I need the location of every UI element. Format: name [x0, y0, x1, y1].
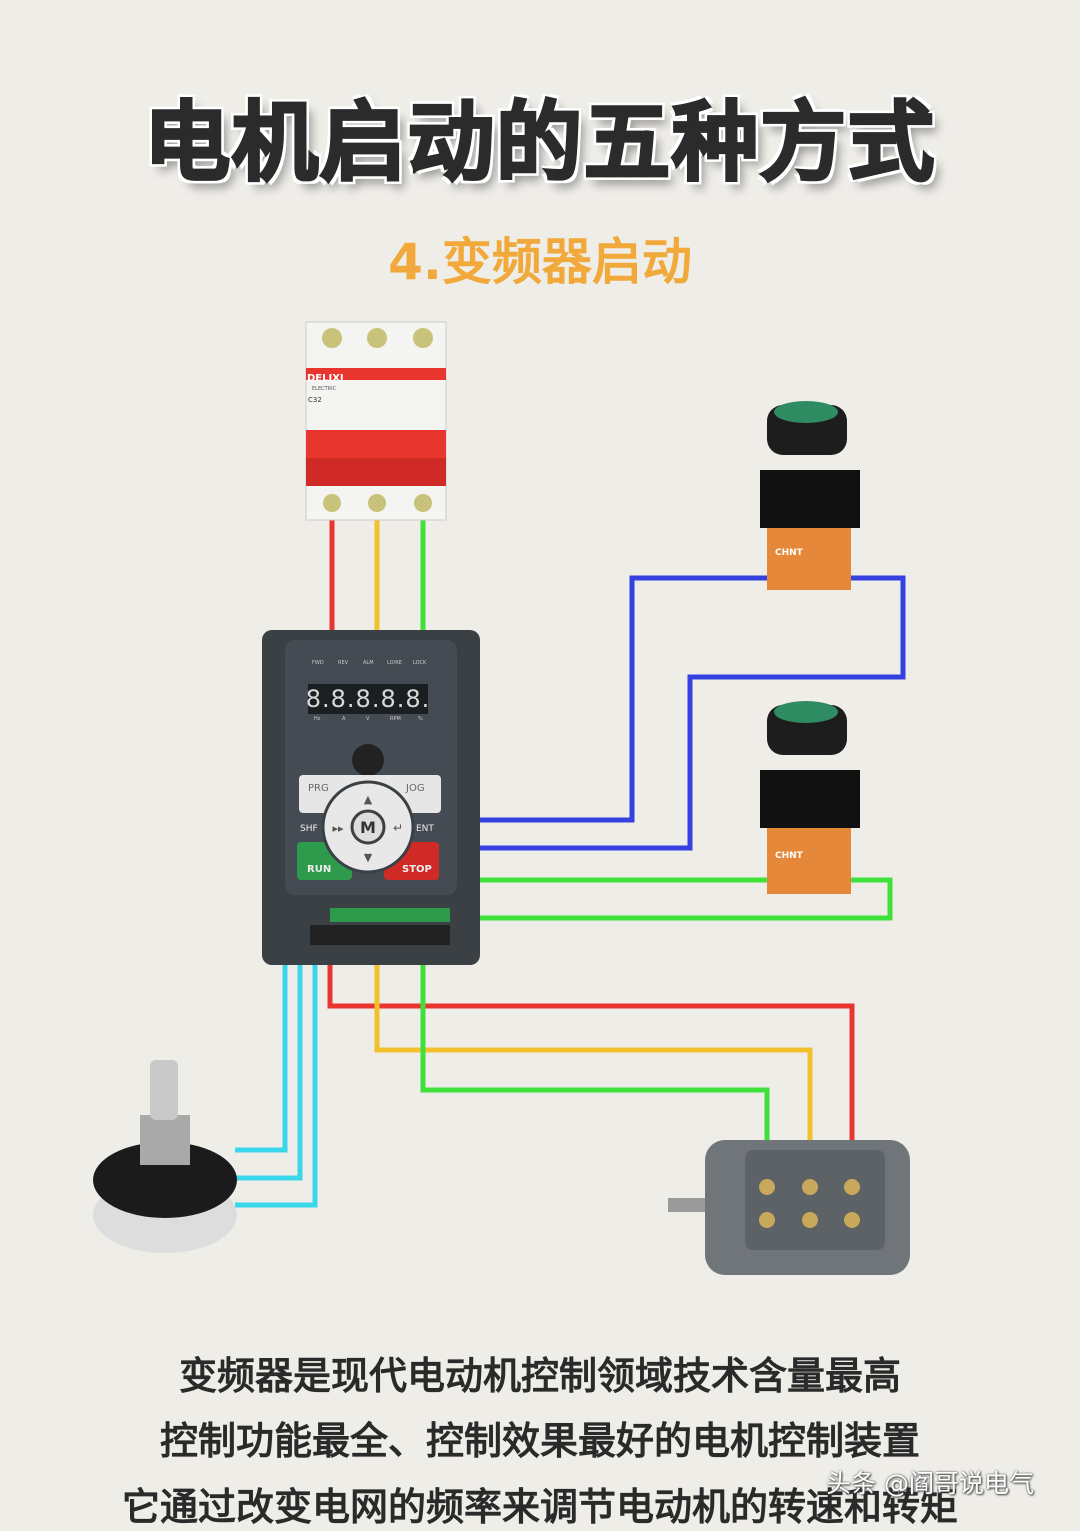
- indicator-lock: LOCK: [413, 660, 427, 666]
- ent-label: ENT: [416, 824, 434, 834]
- indicator-rpm: RPM: [390, 716, 401, 722]
- motor: [668, 1140, 910, 1275]
- down-arrow-icon[interactable]: ▼: [364, 851, 373, 864]
- speed-knob[interactable]: [352, 744, 384, 776]
- led-display: 8.8.8.8.8.: [306, 685, 431, 713]
- power-terminal-block: [310, 925, 450, 945]
- breaker-brand-sub: ELECTRIC: [312, 386, 337, 392]
- prg-button[interactable]: PRG: [308, 783, 329, 794]
- potentiometer[interactable]: [93, 1060, 237, 1253]
- indicator-hz: Hz: [314, 716, 321, 722]
- wires: [235, 505, 906, 1208]
- watermark: 头条 @阎哥说电气: [826, 1469, 1034, 1498]
- button-brand-2: CHNT: [775, 851, 804, 861]
- control-terminal-block: [330, 908, 450, 922]
- breaker-rating: C32: [308, 396, 322, 404]
- wire-cyan-2: [235, 965, 303, 1181]
- wire-green-motor: [420, 965, 770, 1185]
- frequency-inverter: 8.8.8.8.8. FWD REV ALM LO/RE LOCK Hz A V…: [262, 630, 480, 965]
- shf-label: SHF: [300, 824, 318, 834]
- start-push-button[interactable]: CHNT: [760, 401, 860, 590]
- wire-cyan-3: [235, 965, 318, 1208]
- indicator-alm: ALM: [363, 660, 374, 666]
- wire-cyan-1: [235, 965, 288, 1153]
- stop-push-button[interactable]: CHNT: [760, 701, 860, 894]
- wire-blue-1: [480, 575, 782, 823]
- m-button-label: M: [360, 818, 376, 837]
- run-label: RUN: [307, 864, 331, 875]
- circuit-breaker: DELIXI ELECTRIC C32: [305, 321, 447, 521]
- description-line-1: 变频器是现代电动机控制领域技术含量最高: [178, 1354, 901, 1398]
- wire-blue-2: [480, 575, 906, 851]
- indicator-rev: REV: [338, 660, 349, 666]
- button-brand: CHNT: [775, 548, 804, 558]
- wire-green-ctrl-1: [470, 877, 893, 921]
- stop-label: STOP: [402, 864, 432, 875]
- indicator-fwd: FWD: [312, 660, 324, 666]
- m-button[interactable]: [350, 809, 386, 845]
- wire-yellow-motor: [374, 965, 813, 1185]
- page-title: 电机启动的五种方式: [143, 92, 936, 195]
- indicator-percent: %: [418, 716, 423, 722]
- enter-icon[interactable]: ↵: [393, 821, 403, 835]
- indicator-lore: LO/RE: [387, 660, 402, 666]
- section-subtitle: 4.变频器启动: [388, 233, 692, 291]
- jog-button[interactable]: JOG: [405, 783, 425, 794]
- description-line-2: 控制功能最全、控制效果最好的电机控制装置: [159, 1419, 920, 1463]
- breaker-brand: DELIXI: [307, 373, 344, 384]
- shift-icon[interactable]: ▸▸: [332, 822, 344, 835]
- indicator-a: A: [342, 716, 346, 722]
- indicator-v: V: [366, 716, 370, 722]
- wire-red-motor: [327, 965, 855, 1185]
- up-arrow-icon[interactable]: ▲: [364, 793, 373, 806]
